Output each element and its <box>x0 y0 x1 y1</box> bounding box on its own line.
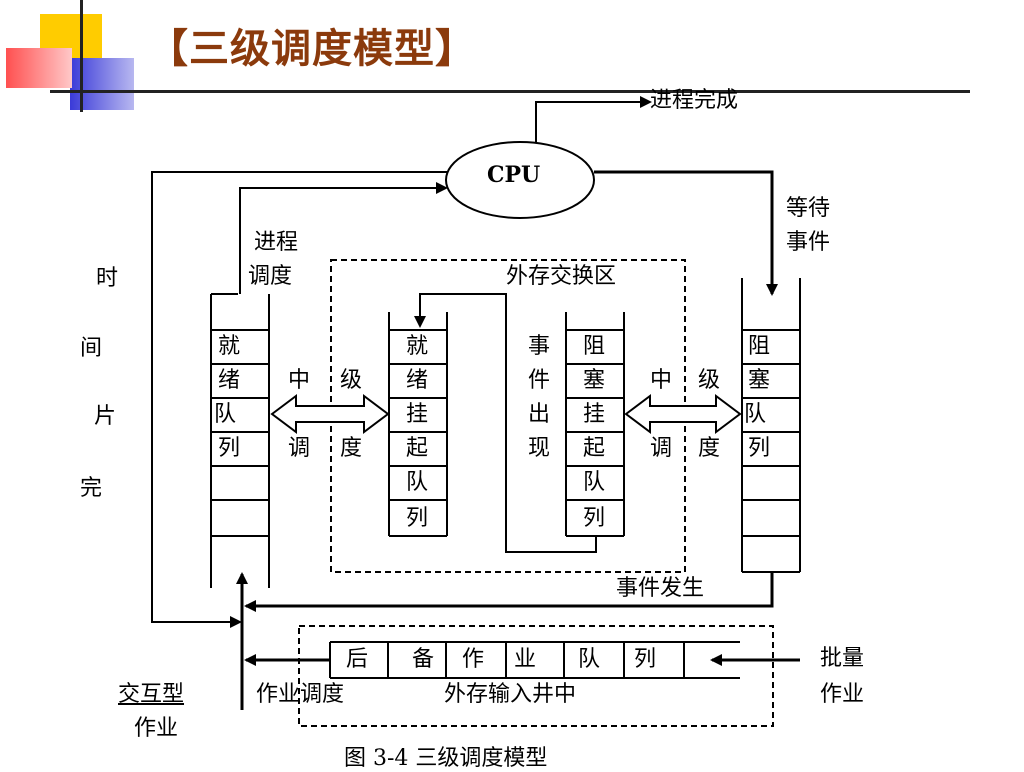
timeslice-char: 完 <box>80 476 103 501</box>
input-well-label: 外存输入井中 <box>444 682 577 707</box>
ready-suspend-cell: 就 <box>406 334 429 359</box>
blocked-queue-cell: 塞 <box>748 368 771 393</box>
interactive-job-line1: 交互型 <box>118 682 185 707</box>
ready-queue-cell: 队 <box>214 402 237 427</box>
arrow-event-appear <box>414 293 597 553</box>
decor-red-square <box>6 48 72 88</box>
backup-queue-cell: 队 <box>578 647 601 672</box>
blocked-queue-cell: 队 <box>744 402 767 427</box>
mid-schedule-left-char: 级 <box>340 368 363 393</box>
ready-suspend-cell: 队 <box>406 470 429 495</box>
backup-queue-cell: 作 <box>462 647 485 672</box>
job-schedule-label: 作业调度 <box>256 682 345 707</box>
blocked-queue-cell: 列 <box>748 436 771 461</box>
decor-vertical-line <box>80 0 83 112</box>
ready-queue-cell: 就 <box>218 334 241 359</box>
process-schedule-line1: 进程 <box>254 230 299 255</box>
process-complete-label: 进程完成 <box>650 88 739 113</box>
wait-event-line1: 等待 <box>786 196 831 221</box>
double-arrow-left <box>270 394 390 434</box>
process-schedule-line2: 调度 <box>248 264 293 289</box>
blocked-suspend-cell: 队 <box>583 470 606 495</box>
mid-schedule-left-char: 中 <box>288 368 311 393</box>
ready-suspend-cell: 起 <box>406 436 429 461</box>
timeslice-char: 片 <box>94 404 117 429</box>
backup-queue-cell: 业 <box>514 647 537 672</box>
backup-queue-cell: 列 <box>634 647 657 672</box>
double-arrow-right <box>624 394 742 434</box>
blocked-queue-column <box>741 278 801 573</box>
blocked-suspend-cell: 塞 <box>583 368 606 393</box>
backup-job-queue-row <box>329 641 740 679</box>
arrow-process-schedule <box>239 182 448 294</box>
event-appear-char: 事 <box>528 334 551 359</box>
ready-suspend-cell: 绪 <box>406 368 429 393</box>
arrow-to-complete <box>535 96 652 142</box>
line-timeslice-loop <box>151 171 447 628</box>
decor-horizontal-line <box>50 90 970 93</box>
timeslice-char: 时 <box>96 266 119 291</box>
ready-queue-cell: 列 <box>218 436 241 461</box>
cpu-label: CPU <box>487 162 541 188</box>
event-happens-label: 事件发生 <box>616 576 705 601</box>
mid-schedule-left-char: 调 <box>288 436 311 461</box>
batch-job-line1: 批量 <box>820 646 865 671</box>
wait-event-line2: 事件 <box>786 230 831 255</box>
blocked-suspend-cell: 挂 <box>583 402 606 427</box>
ready-suspend-cell: 挂 <box>406 402 429 427</box>
blocked-suspend-cell: 起 <box>583 436 606 461</box>
figure-caption: 图 3-4 三级调度模型 <box>344 746 548 771</box>
backup-queue-cell: 备 <box>412 647 435 672</box>
event-appear-char: 现 <box>528 436 551 461</box>
batch-job-line2: 作业 <box>820 682 865 707</box>
event-appear-char: 件 <box>528 368 551 393</box>
mid-schedule-left-char: 度 <box>340 436 363 461</box>
timeslice-char: 间 <box>80 336 103 361</box>
mid-schedule-right-char: 级 <box>698 368 721 393</box>
arrow-event-occurs <box>244 572 774 612</box>
arrow-wait-event <box>594 170 778 296</box>
mid-schedule-right-char: 调 <box>650 436 673 461</box>
blocked-suspend-cell: 阻 <box>583 334 606 359</box>
mid-schedule-right-char: 中 <box>650 368 673 393</box>
ready-queue-cell: 绪 <box>218 368 241 393</box>
slide-title: 【三级调度模型】 <box>148 26 476 72</box>
ready-queue-column <box>210 293 270 588</box>
backup-queue-cell: 后 <box>346 647 369 672</box>
input-well-box <box>298 625 774 727</box>
blocked-suspend-queue-column <box>565 312 625 537</box>
blocked-queue-cell: 阻 <box>748 334 771 359</box>
event-appear-char: 出 <box>528 402 551 427</box>
swap-area-label: 外存交换区 <box>506 264 617 290</box>
interactive-job-line2: 作业 <box>134 716 179 741</box>
cpu-ellipse <box>445 141 595 219</box>
ready-suspend-queue-column <box>388 312 448 537</box>
mid-schedule-right-char: 度 <box>698 436 721 461</box>
blocked-suspend-cell: 列 <box>583 506 606 531</box>
ready-suspend-cell: 列 <box>406 506 429 531</box>
